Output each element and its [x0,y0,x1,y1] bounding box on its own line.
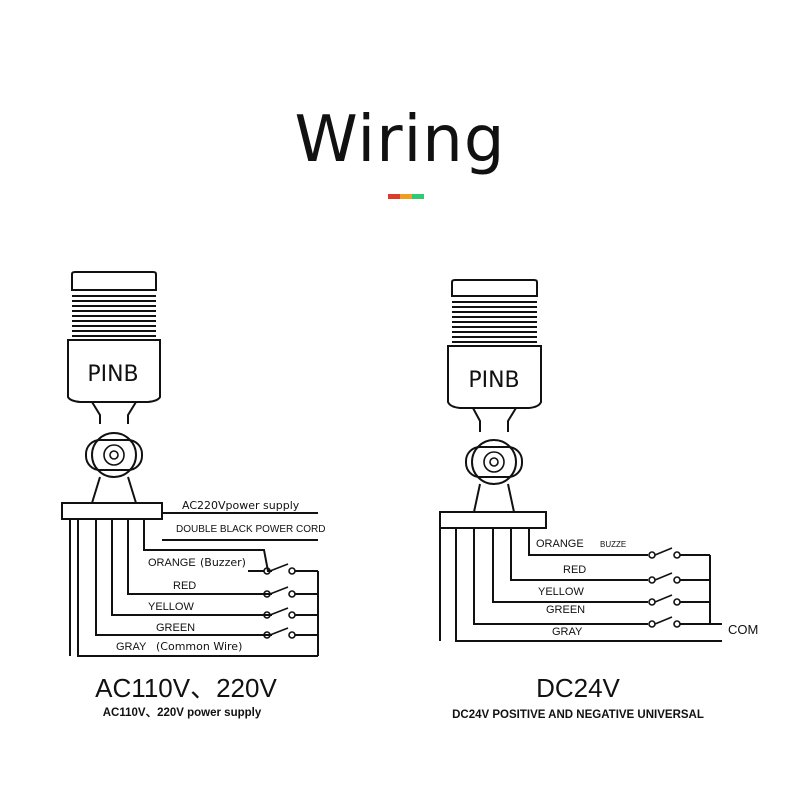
tower-joint-center [109,450,119,460]
wire-label-yellow: YELLOW [148,601,194,613]
accent-green [412,194,424,199]
left-wiring-diagram: PINB AC220Vpower supply DOUBLE BLACK POW… [61,271,325,719]
right-wiring-diagram: PINB [439,279,758,721]
tower-joint [91,432,137,478]
com-label: COM [728,622,758,637]
tower-neck [472,407,517,432]
tower-base [61,502,163,520]
left-voltage-label: AC110V、220V [95,673,277,703]
left-wire-labels: ORANGE (Buzzer) RED YELLOW GREEN GRAY (C… [116,556,246,653]
wire-label-red: RED [563,564,586,576]
tower-lower-stem [473,483,515,513]
wire-note-buzzer: BUZZE [600,540,626,549]
left-signal-tower: PINB [61,271,163,520]
right-wire-labels: ORANGE BUZZE RED YELLOW GREEN GRAY COM [536,538,758,638]
wire-label-green: GREEN [546,604,585,616]
wire-label-yellow: YELLOW [538,586,584,598]
tower-body [447,345,542,409]
tower-joint [471,439,517,485]
tower-joint-knob [85,439,143,471]
tower-base [439,511,547,529]
diagram-title: Wiring [294,103,506,177]
left-brand-label: PINB [87,362,138,387]
wire-label-gray: GRAY [116,641,147,653]
tower-neck [91,401,137,424]
left-switches [248,563,319,656]
supply-label: AC220Vpower supply [182,499,300,512]
right-switches [648,547,722,628]
right-brand-label: PINB [468,368,519,393]
accent-orange [400,194,412,199]
wire-label-orange: ORANGE [148,557,196,569]
wire-label-green: GREEN [156,622,195,634]
tower-joint-knob [465,446,523,478]
wire-note-common: (Common Wire) [156,640,242,653]
tower-lower-stem [91,476,137,504]
wire-note-buzzer: (Buzzer) [200,556,246,569]
tower-joint-center [489,457,499,467]
wire-label-red: RED [173,580,196,592]
tower-cap [451,279,538,297]
wire-label-orange: ORANGE [536,538,584,550]
right-voltage-label: DC24V [536,673,620,703]
tower-joint-inner [483,451,505,473]
title-accent-bar [388,194,424,199]
right-caption: DC24V POSITIVE AND NEGATIVE UNIVERSAL [452,709,704,721]
cord-label: DOUBLE BLACK POWER CORD [176,524,325,535]
right-wire-lines [439,528,722,642]
tower-joint-inner [103,444,125,466]
left-caption: AC110V、220V power supply [103,707,262,719]
right-signal-tower: PINB [439,279,547,529]
wire-label-gray: GRAY [552,626,583,638]
accent-red [388,194,400,199]
tower-cap [71,271,157,291]
tower-ribs [452,301,537,343]
tower-body [67,339,161,403]
tower-ribs [72,295,156,337]
power-cord-wires [162,512,318,541]
